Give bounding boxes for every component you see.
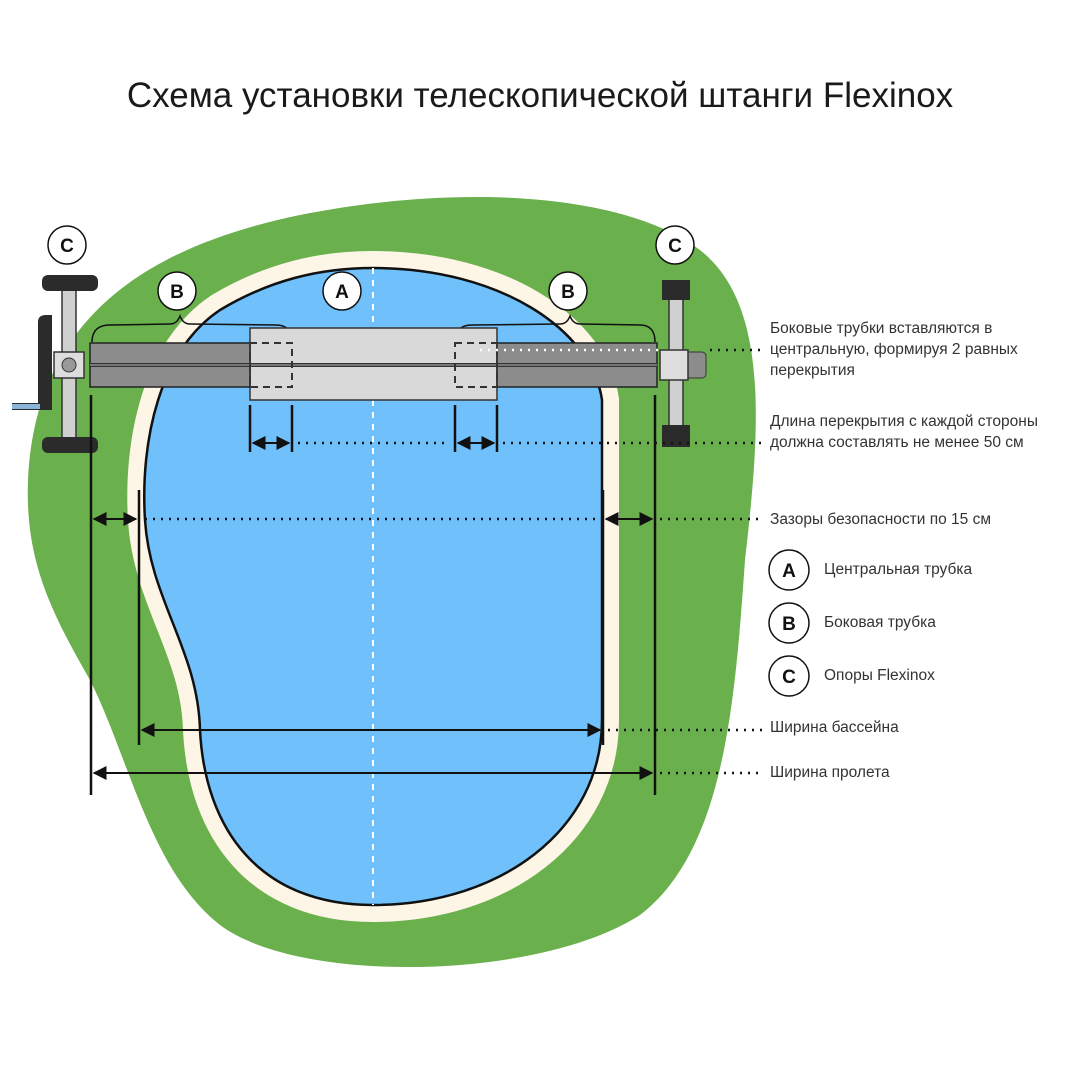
note-overlap-insert: Боковые трубки вставляются в центральную… <box>770 320 1018 379</box>
marker-c-right: C <box>655 225 695 265</box>
svg-text:C: C <box>60 236 74 257</box>
legend-label-a: Центральная трубка <box>824 561 973 578</box>
svg-text:C: C <box>782 667 796 688</box>
support-right <box>659 280 707 447</box>
dimension-guides <box>89 395 657 795</box>
brace-left-tube <box>91 313 293 343</box>
svg-text:B: B <box>170 282 184 303</box>
svg-text:C: C <box>668 236 682 257</box>
legend-marker-b: B <box>768 602 810 644</box>
note-pool-width: Ширина бассейна <box>770 719 899 736</box>
marker-a: A <box>322 271 362 311</box>
note-safety-gap: Зазоры безопасности по 15 см <box>770 511 991 528</box>
diagram-title: Схема установки телескопической штанги F… <box>126 76 954 115</box>
note-overlap-length: Длина перекрытия с каждой стороны должна… <box>770 413 1038 451</box>
marker-c-left: C <box>47 225 87 265</box>
pool-water <box>143 266 604 907</box>
legend-label-b: Боковая трубка <box>824 614 936 631</box>
svg-text:A: A <box>782 561 796 582</box>
brace-right-tube <box>454 313 656 343</box>
leader-lines <box>145 348 762 775</box>
marker-b-right: B <box>548 271 588 311</box>
svg-text:B: B <box>782 614 796 635</box>
legend-marker-c: C <box>768 655 810 697</box>
svg-text:A: A <box>335 282 349 303</box>
crank-handle <box>12 315 52 410</box>
legend-marker-a: A <box>768 549 810 591</box>
marker-b-left: B <box>157 271 197 311</box>
dimension-arrows <box>92 436 654 780</box>
svg-text:B: B <box>561 282 575 303</box>
overlap-left <box>249 342 293 388</box>
overlap-right <box>454 342 498 388</box>
legend-label-c: Опоры Flexinox <box>824 667 935 684</box>
support-left <box>12 275 98 453</box>
note-span-width: Ширина пролета <box>770 764 890 781</box>
